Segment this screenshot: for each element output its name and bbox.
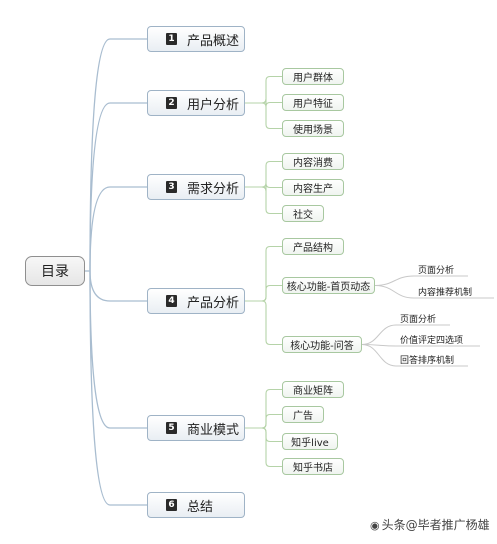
section-needs-analysis[interactable]: 3 需求分析 [147,174,245,200]
subtopic-connector [374,285,415,299]
section-user-analysis[interactable]: 2 用户分析 [147,90,245,116]
section-connector [89,102,147,272]
section-label: 需求分析 [187,181,240,197]
section-label: 产品分析 [187,295,240,311]
section-connector [89,270,147,506]
topic-node[interactable]: 用户特征 [282,94,344,111]
topic-node[interactable]: 核心功能-首页动态 [282,277,375,294]
section-product-analysis[interactable]: 4 产品分析 [147,288,245,314]
topic-connector [245,427,282,443]
section-label: 总结 [187,499,214,515]
section-number: 2 [166,97,177,109]
subtopic-connector [361,344,397,367]
section-number: 5 [166,422,177,434]
subtopic-node[interactable]: 页面分析 [418,265,455,276]
subtopic-node[interactable]: 回答排序机制 [400,355,455,366]
section-number: 4 [166,295,177,307]
topic-node[interactable]: 核心功能-问答 [282,336,362,353]
section-business-model[interactable]: 5 商业模式 [147,415,245,441]
wechat-icon: ◉ [370,519,380,532]
section-number: 6 [166,499,177,511]
topic-connector [245,245,282,302]
section-connector [89,270,147,429]
subtopic-node[interactable]: 价值评定四选项 [400,335,464,346]
section-number: 1 [166,33,177,45]
topic-node[interactable]: 用户群体 [282,68,344,85]
topic-node[interactable]: 内容生产 [282,179,344,196]
section-label: 商业模式 [187,422,240,438]
topic-connector [245,186,282,215]
topic-node[interactable]: 知乎书店 [282,458,344,475]
topic-connector [245,75,282,104]
section-label: 产品概述 [187,33,240,49]
section-connector [89,186,147,272]
watermark: ◉头条@毕者推广杨雄 [370,516,490,533]
topic-connector [245,300,282,346]
topic-connector [245,413,282,429]
topic-connector [245,160,282,188]
section-label: 用户分析 [187,97,240,113]
subtopic-connector [374,275,415,286]
topic-node[interactable]: 使用场景 [282,120,344,137]
subtopic-node[interactable]: 页面分析 [400,314,437,325]
subtopic-node[interactable]: 内容推荐机制 [418,287,473,298]
topic-node[interactable]: 社交 [282,205,324,222]
topic-connector [245,284,282,302]
root-node[interactable]: 目录 [25,256,85,286]
section-connector [89,38,147,272]
section-number: 3 [166,181,177,193]
topic-connector [245,427,282,468]
topic-node[interactable]: 产品结构 [282,238,344,255]
topic-node[interactable]: 知乎live [282,433,338,450]
topic-node[interactable]: 商业矩阵 [282,381,344,398]
section-connector [89,270,147,302]
section-product-overview[interactable]: 1 产品概述 [147,26,245,52]
watermark-text: 头条@毕者推广杨雄 [381,518,490,532]
topic-node[interactable]: 内容消费 [282,153,344,170]
subtopic-connector [361,324,397,345]
topic-connector [245,388,282,429]
topic-node[interactable]: 广告 [282,406,324,423]
section-summary[interactable]: 6 总结 [147,492,245,518]
topic-connector [245,102,282,130]
